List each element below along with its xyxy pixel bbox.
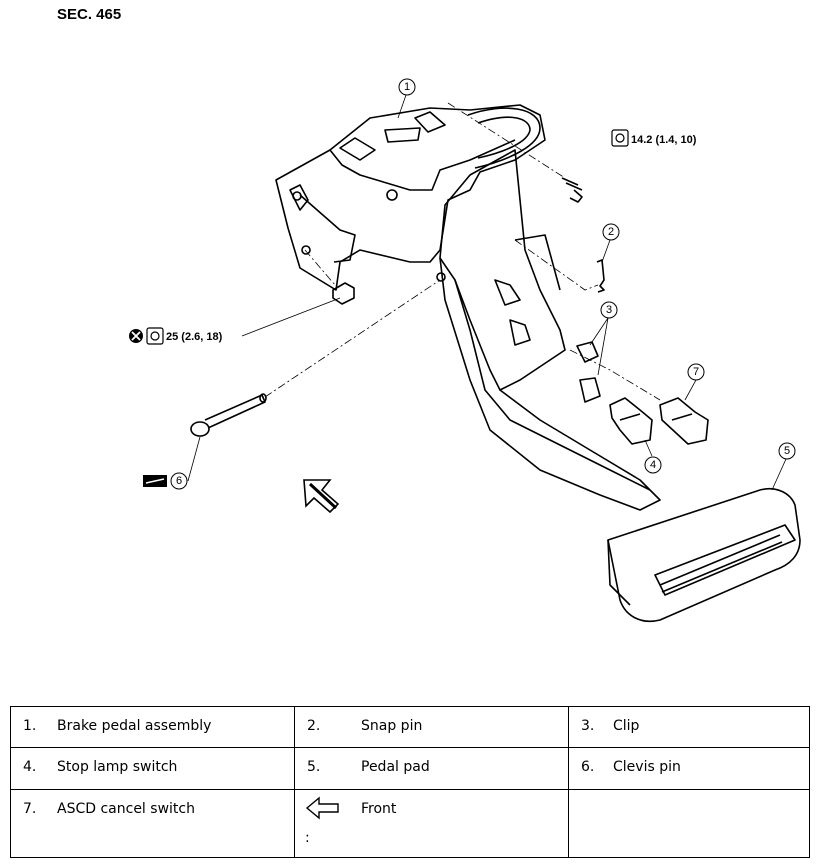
nut [332, 282, 355, 305]
torque-nut-spec: 25 (2.6, 18) [166, 331, 223, 343]
callout-3: 3 [606, 304, 612, 316]
legend-label: ASCD cancel switch [57, 801, 195, 817]
brake-pedal-diagram: 1 2 3 7 4 5 6 14.2 (1.4, 10) 25 (2.6, 18… [129, 78, 801, 622]
legend-cell: 1. Brake pedal assembly [10, 706, 295, 748]
legend-cell: 5. Pedal pad [294, 747, 569, 790]
legend-label: Front [361, 801, 397, 817]
callout-6: 6 [176, 475, 182, 487]
torque-bolt-spec: 14.2 (1.4, 10) [631, 134, 697, 146]
legend-cell: 7. ASCD cancel switch [10, 789, 295, 858]
callout-2: 2 [608, 226, 614, 238]
torque-wrench-icon [146, 327, 164, 345]
legend-num: 6. [581, 759, 595, 775]
callout-7: 7 [693, 366, 699, 378]
pedal-pad-shape [607, 488, 801, 622]
callout-1: 1 [404, 81, 410, 93]
snap-pin [596, 259, 605, 293]
clevis-pin [204, 394, 266, 429]
legend-num: 3. [581, 718, 595, 734]
legend-cell: 4. Stop lamp switch [10, 747, 295, 790]
callout-5: 5 [784, 445, 790, 457]
legend-label: Snap pin [361, 718, 423, 734]
legend-cell [568, 789, 810, 858]
legend-num: 5. [307, 759, 321, 775]
legend-cell: 3. Clip [568, 706, 810, 748]
legend-num: 1. [23, 718, 37, 734]
stop-lamp-switch [609, 397, 653, 445]
torque-wrench-icon [611, 129, 629, 147]
grease-icon [143, 475, 167, 487]
legend-num: 7. [23, 801, 37, 817]
legend-label: Stop lamp switch [57, 759, 178, 775]
legend-label: Clevis pin [613, 759, 681, 775]
legend-label: Brake pedal assembly [57, 718, 212, 734]
pedal-bracket [275, 104, 546, 291]
pedal-arm [439, 149, 566, 391]
legend-num: 2. [307, 718, 321, 734]
front-arrow-icon [305, 796, 339, 820]
legend-num: : [305, 830, 310, 846]
section-title: SEC. 465 [57, 6, 122, 23]
front-arrow-icon [303, 479, 340, 514]
callout-4: 4 [650, 459, 656, 471]
bolt [561, 177, 583, 203]
do-not-reuse-icon [129, 329, 143, 343]
legend-num: 4. [23, 759, 37, 775]
legend-cell: 6. Clevis pin [568, 747, 810, 790]
legend-cell: 2. Snap pin [294, 706, 569, 748]
legend-cell: : Front [294, 789, 569, 858]
clip-upper [576, 341, 599, 363]
ascd-switch [659, 397, 709, 445]
legend-label: Pedal pad [361, 759, 430, 775]
parts-legend-table: 1. Brake pedal assembly 2. Snap pin 3. C… [10, 706, 810, 858]
legend-label: Clip [613, 718, 640, 734]
